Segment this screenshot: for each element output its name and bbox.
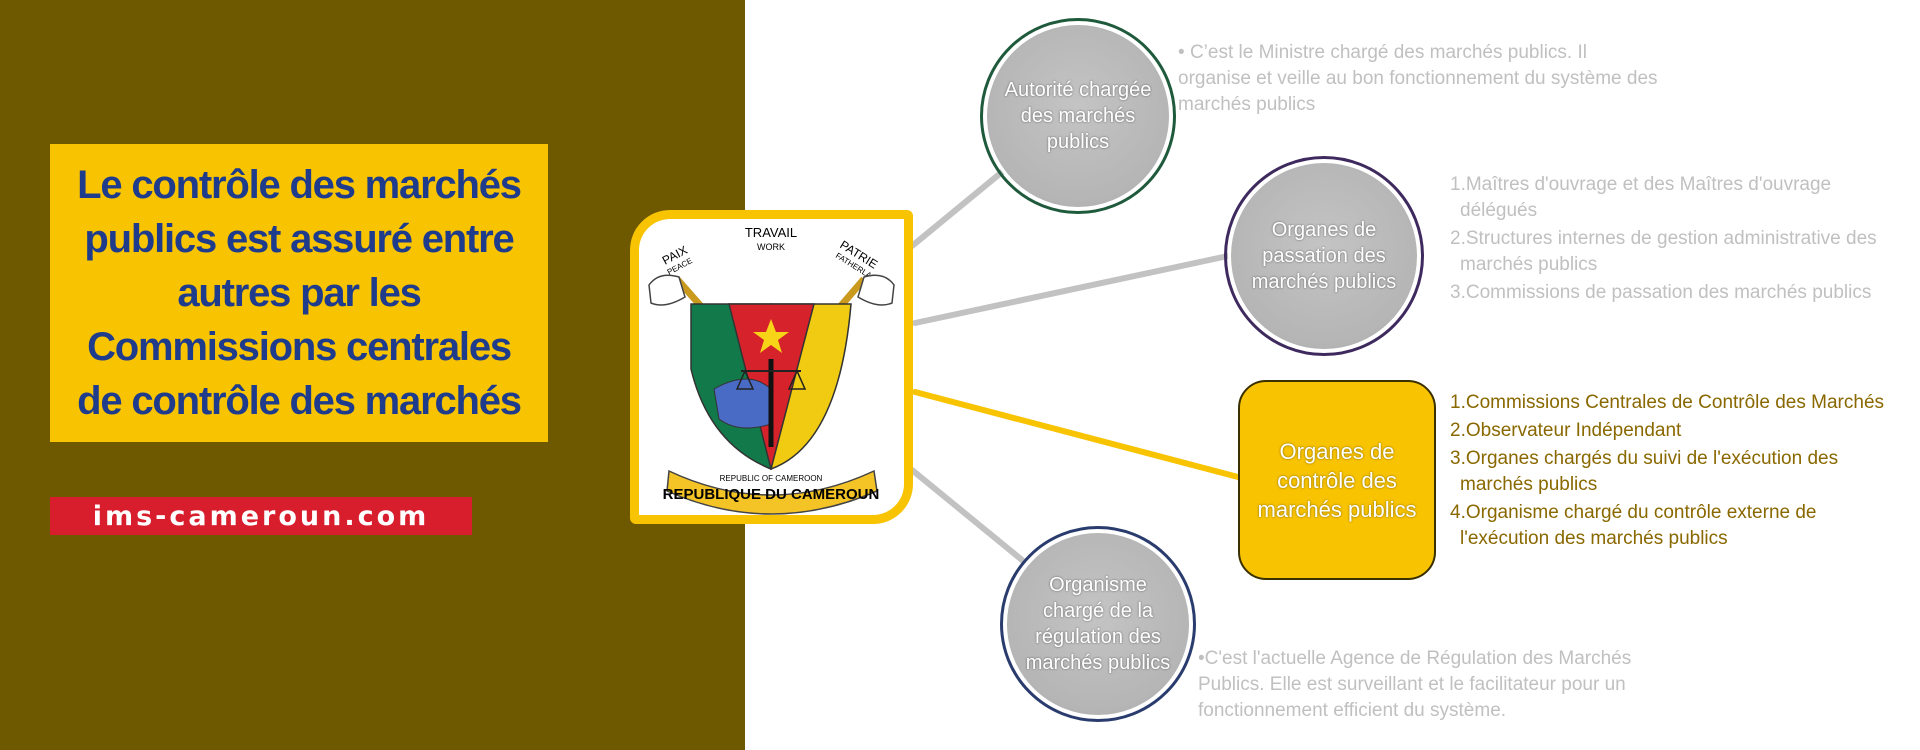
desc-authority-item: • C’est le Ministre chargé des marchés p…: [1178, 42, 1658, 115]
connector-authority: [909, 169, 1005, 249]
node-authority: Autorité chargée des marchés publics: [984, 22, 1172, 210]
connector-regulation: [909, 467, 1025, 563]
emblem-top-text: TRAVAIL: [745, 225, 797, 240]
bullet-dot-icon: •: [1198, 648, 1205, 669]
desc-passation-item: 3.Commissions de passation des marchés p…: [1450, 282, 1872, 303]
website-banner: ims-cameroun.com: [50, 497, 472, 535]
bullet-dot-icon: •: [1178, 42, 1190, 63]
desc-passation-item: 1.Maîtres d'ouvrage et des Maîtres d'ouv…: [1450, 174, 1832, 221]
node-control-label: Organes de contrôle des marchés publics: [1257, 438, 1417, 522]
ribbon: [666, 469, 878, 515]
desc-control-item: 3.Organes chargés du suivi de l'exécutio…: [1450, 448, 1839, 495]
ribbon-small-text: REPUBLIC OF CAMEROON: [720, 474, 823, 483]
ribbon-big-text: REPUBLIQUE DU CAMEROUN: [663, 486, 880, 503]
coat-of-arms-emblem: TRAVAIL WORK PAIX PEACE PATRIE FATHERLAN…: [648, 225, 895, 515]
left-panel: Le contrôle des marchés publics est assu…: [0, 0, 745, 750]
desc-authority: • C’est le Ministre chargé des marchés p…: [1178, 40, 1658, 118]
desc-regulation: •C'est l'actuelle Agence de Régulation d…: [1198, 646, 1698, 724]
desc-passation-item: 2.Structures internes de gestion adminis…: [1450, 228, 1877, 275]
node-passation: Organes de passation des marchés publics: [1228, 160, 1420, 352]
node-regulation-label: Organisme chargé de la régulation des ma…: [1025, 574, 1171, 674]
node-passation-ring: [1224, 156, 1424, 356]
node-authority-ring: [980, 18, 1176, 214]
desc-regulation-item: •C'est l'actuelle Agence de Régulation d…: [1198, 648, 1632, 721]
desc-control: 1.Commissions Centrales de Contrôle des …: [1450, 390, 1900, 552]
desc-passation: 1.Maîtres d'ouvrage et des Maîtres d'ouv…: [1450, 172, 1900, 306]
emblem-top-sub: WORK: [757, 242, 785, 252]
node-authority-label: Autorité chargée des marchés publics: [1004, 79, 1152, 153]
node-regulation: Organisme chargé de la régulation des ma…: [1004, 530, 1192, 718]
headline-box: Le contrôle des marchés publics est assu…: [50, 144, 548, 442]
website-text: ims-cameroun.com: [92, 500, 430, 532]
node-passation-label: Organes de passation des marchés publics: [1251, 219, 1397, 293]
connector-control: [912, 389, 1241, 480]
desc-control-item: 4.Organisme chargé du contrôle externe d…: [1450, 502, 1817, 549]
coat-of-arms-card: TRAVAIL WORK PAIX PEACE PATRIE FATHERLAN…: [630, 210, 913, 524]
shield-icon: [690, 303, 852, 471]
connector-passation: [912, 253, 1231, 326]
desc-control-item: 1.Commissions Centrales de Contrôle des …: [1450, 392, 1885, 413]
desc-control-item: 2.Observateur Indépendant: [1450, 420, 1682, 441]
headline-text: Le contrôle des marchés publics est assu…: [77, 163, 522, 423]
node-regulation-ring: [1000, 526, 1196, 722]
node-control: Organes de contrôle des marchés publics: [1238, 380, 1436, 580]
